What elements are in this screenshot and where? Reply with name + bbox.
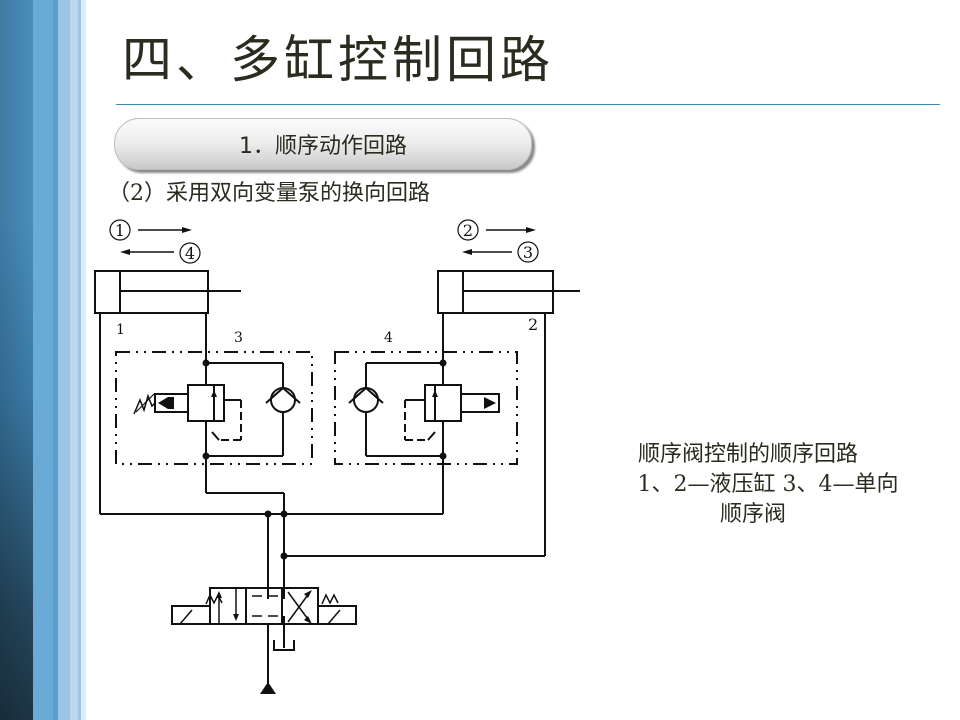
hydraulic-cylinder-2: 2 (437, 270, 580, 334)
arrow-left-icon (462, 249, 472, 255)
stripe (58, 0, 70, 720)
directional-control-valve (171, 587, 357, 694)
tank-icon (273, 640, 295, 651)
cylinder-1-label: 1 (116, 322, 125, 338)
flow-arrow-icon (304, 590, 312, 598)
decorative-side-stripes (0, 0, 90, 720)
valve-4-label: 4 (384, 330, 393, 346)
flow-arrow-icon (211, 390, 217, 397)
cylinder-2-label: 2 (528, 315, 538, 334)
arrow-right-icon (182, 227, 192, 233)
slide-title: 四、多缸控制回路 (122, 31, 554, 89)
section-button[interactable]: 1．顺序动作回路 (114, 118, 532, 170)
sequence-valve-4: 4 (334, 313, 518, 465)
arrow-left-icon (120, 249, 130, 255)
sequence-valve-3: 3 (115, 313, 313, 465)
hydraulic-circuit-diagram: 1 4 2 3 1 (88, 210, 590, 702)
slide-subtitle: （2）采用双向变量泵的换向回路 (108, 181, 430, 206)
stripe (33, 0, 53, 720)
title-divider (116, 104, 940, 105)
valve-3-label: 3 (234, 330, 243, 346)
section-button-label: 1．顺序动作回路 (239, 134, 407, 159)
hydraulic-piping (99, 313, 546, 599)
diagram-caption: 顺序阀控制的顺序回路 1、2—液压缸 3、4—单向 顺序阀 (596, 440, 940, 530)
stripe (81, 0, 86, 720)
arrow-right-icon (526, 227, 536, 233)
step-label-3: 3 (523, 243, 533, 262)
step-indicator-cyl2: 2 3 (457, 219, 539, 263)
flow-arrow-icon (304, 616, 312, 624)
pump-source-icon (260, 682, 276, 694)
stripe (70, 0, 78, 720)
step-label-1: 1 (115, 221, 125, 240)
stripe (78, 0, 81, 720)
step-label-4: 4 (185, 244, 195, 263)
caption-line-3: 顺序阀 (719, 502, 786, 527)
step-indicator-cyl1: 1 4 (109, 219, 201, 264)
flow-arrow-icon (432, 390, 438, 397)
spring-icon (321, 593, 339, 605)
stripe (0, 0, 33, 720)
caption-line-2: 1、2—液压缸 3、4—单向 (637, 472, 899, 497)
flow-arrow-icon (216, 591, 222, 598)
spring-icon (133, 393, 156, 415)
flow-arrow-icon (233, 614, 239, 621)
caption-line-1: 顺序阀控制的顺序回路 (637, 442, 858, 467)
hydraulic-cylinder-1: 1 (94, 270, 241, 338)
stripe (53, 0, 58, 720)
step-label-2: 2 (463, 221, 473, 240)
stripe (0, 0, 33, 720)
